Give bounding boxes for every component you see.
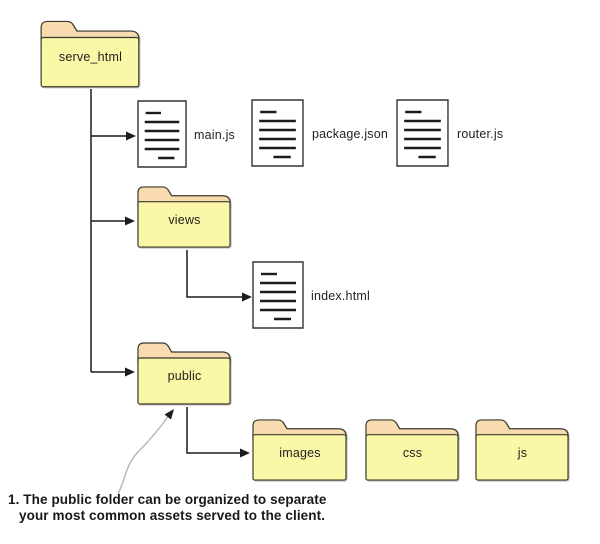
file-label-package-json: package.json — [312, 127, 389, 141]
folder-js: js — [473, 414, 572, 483]
folder-icon — [250, 414, 350, 483]
document-icon — [137, 100, 187, 168]
document-icon — [252, 261, 304, 329]
folder-icon — [363, 414, 462, 483]
file-label-router-js: router.js — [457, 127, 504, 141]
edge-public-to-images — [186, 407, 241, 454]
folder-icon — [135, 337, 234, 407]
folder-label-public: public — [167, 369, 202, 384]
file-label-index-html: index.html — [311, 289, 370, 303]
annotation-leader-curve — [117, 413, 171, 495]
folder-label-images: images — [279, 445, 321, 460]
folder-views: views — [135, 181, 234, 250]
document-icon — [396, 99, 449, 167]
file-index-html — [252, 261, 304, 329]
annotation-callout: 1. The public folder can be organized to… — [8, 492, 378, 523]
folder-label-js: js — [517, 445, 528, 460]
file-main-js — [137, 100, 187, 168]
folder-serve-html: serve_html — [38, 15, 143, 90]
folder-label-css: css — [402, 445, 423, 460]
arrowheads — [125, 131, 252, 458]
folder-label-serve-html: serve_html — [58, 50, 123, 64]
file-router-js — [396, 99, 449, 167]
file-label-main-js: main.js — [194, 128, 235, 142]
folder-css: css — [363, 414, 462, 483]
folder-public: public — [135, 337, 234, 407]
annotation-line-1: 1. The public folder can be organized to… — [8, 492, 327, 507]
file-package-json — [251, 99, 304, 167]
folder-icon — [473, 414, 572, 483]
document-icon — [251, 99, 304, 167]
folder-icon — [38, 15, 143, 90]
annotation-leader-arrowhead — [164, 409, 174, 420]
annotation-line-2: your most common assets served to the cl… — [19, 507, 326, 523]
tree-edges — [90, 89, 243, 454]
folder-label-views: views — [168, 212, 201, 227]
folder-images: images — [250, 414, 350, 483]
edge-views-to-index — [186, 250, 243, 298]
folder-icon — [135, 181, 234, 250]
